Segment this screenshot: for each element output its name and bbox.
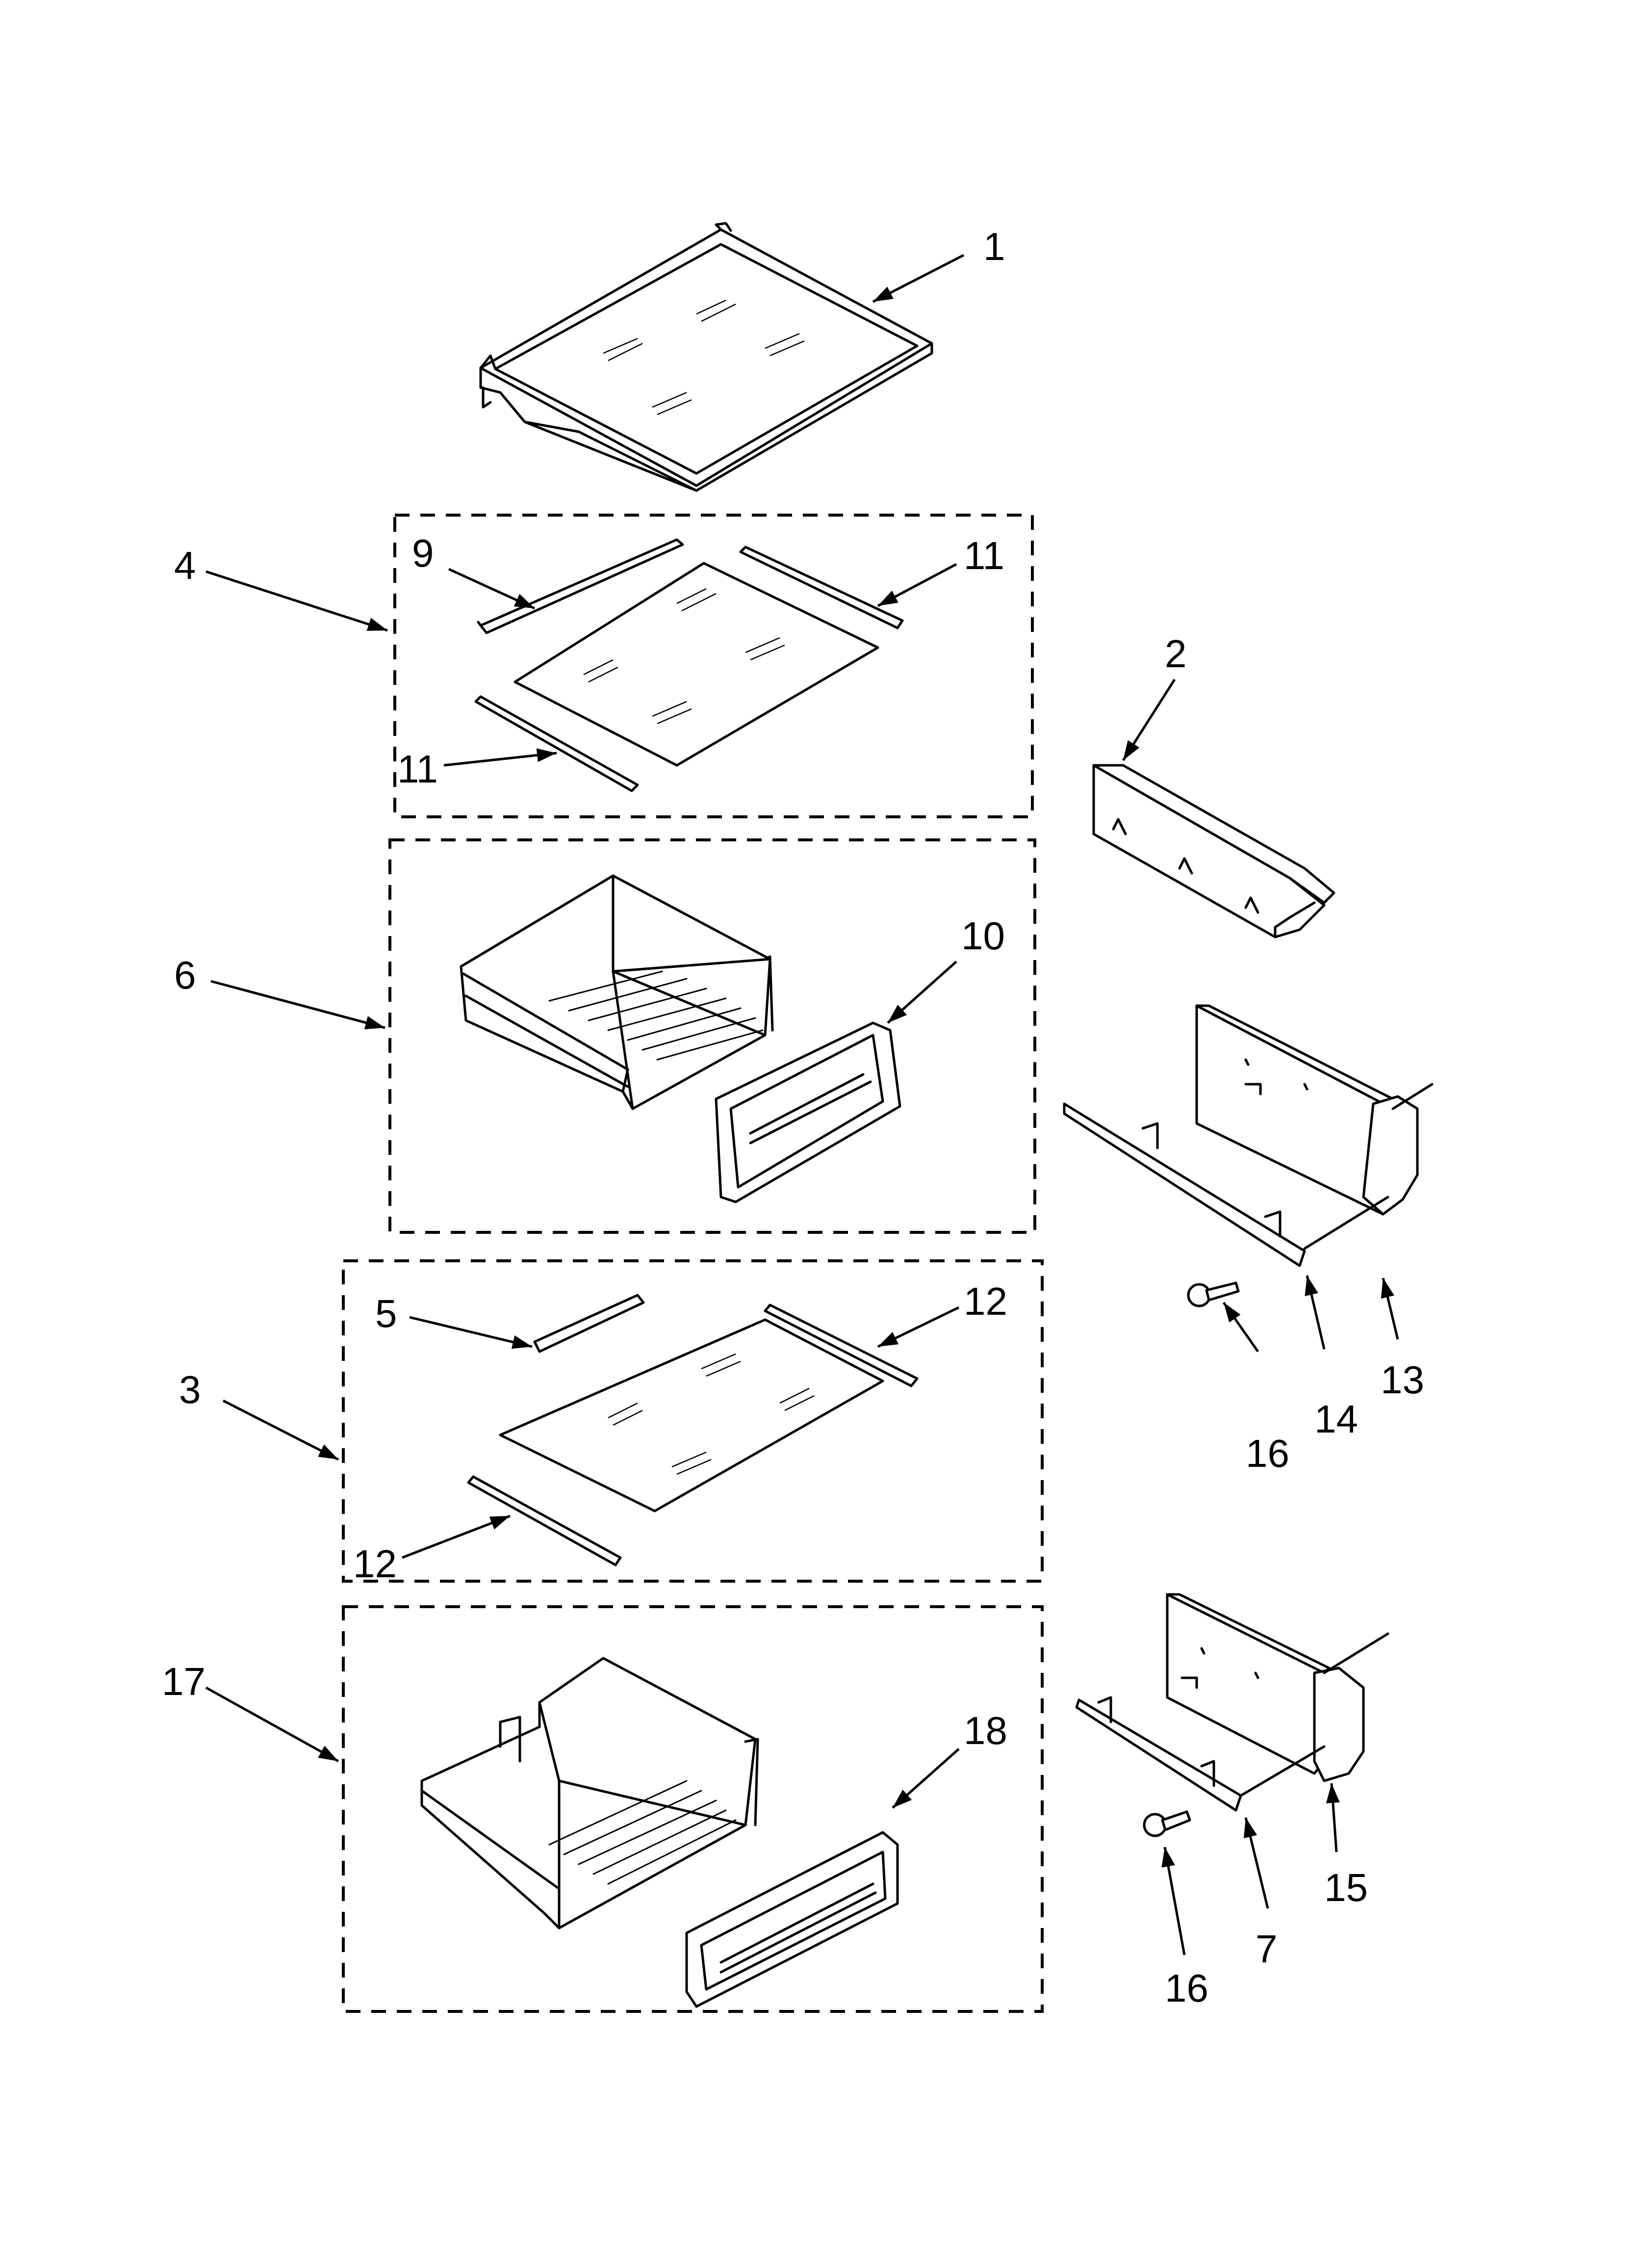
deli-bin: [420, 1657, 759, 1929]
callout-11-left: 11: [397, 747, 438, 791]
part-18-deli-front: [685, 1831, 899, 2008]
assembly-box-4: [393, 514, 1034, 818]
callout-3: 3: [179, 1368, 201, 1411]
part-11-shelf-trim-right: [739, 546, 904, 629]
part-10-crisper-front: [715, 1021, 901, 1203]
callout-16-upper: 16: [1246, 1432, 1289, 1475]
part-15-drawer-cover-lower: [1166, 1593, 1389, 1782]
callout-labels: 1 2 4 9 11 11 6 10 5 12 3 12 16 14 13 17…: [162, 225, 1424, 2010]
callout-13: 13: [1381, 1358, 1424, 1402]
assembly-box-17: [342, 1605, 1044, 2013]
part-2-shelf-rail: [1092, 764, 1335, 938]
assembly-box-6: [388, 838, 1036, 1234]
part-1-glass-shelf: [479, 222, 933, 492]
part-12-shelf-trim-left: [467, 1475, 622, 1566]
callout-7: 7: [1256, 1927, 1278, 1971]
part-13-drawer-cover-upper: [1195, 1004, 1434, 1216]
part-14-slide-rail-upper: [1063, 1102, 1389, 1267]
callout-2: 2: [1165, 632, 1187, 676]
callout-10: 10: [961, 914, 1005, 958]
glass-panel-lower: [499, 1318, 884, 1512]
callout-18: 18: [964, 1709, 1007, 1752]
crisper-bin: [460, 874, 774, 1110]
callout-6: 6: [174, 953, 196, 997]
leader-arrows: [205, 254, 1399, 1955]
part-5-shelf-trim: [533, 1294, 645, 1353]
callout-17: 17: [162, 1660, 205, 1703]
part-11-shelf-trim-left: [474, 695, 639, 792]
glass-panel-upper: [513, 562, 879, 767]
callout-11-right: 11: [964, 534, 1004, 577]
callout-4: 4: [174, 544, 196, 587]
part-7-slide-rail-lower: [1075, 1696, 1326, 1812]
callout-14: 14: [1314, 1397, 1358, 1441]
part-9-shelf-trim-front: [477, 538, 684, 634]
callout-12-left: 12: [353, 1542, 397, 1586]
part-16-screw-lower: [1143, 1810, 1191, 1837]
callout-5: 5: [375, 1292, 397, 1335]
part-12-shelf-trim-right: [764, 1303, 919, 1387]
callout-12-right: 12: [964, 1279, 1007, 1323]
callout-15: 15: [1324, 1866, 1368, 1909]
callout-9: 9: [412, 531, 434, 575]
part-16-screw-upper: [1187, 1281, 1240, 1307]
callout-1: 1: [983, 225, 1005, 268]
callout-16-lower: 16: [1165, 1966, 1208, 2010]
